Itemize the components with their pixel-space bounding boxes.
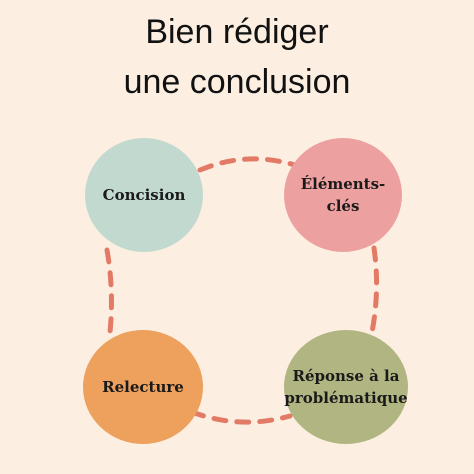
node-relecture: Relecture [83,330,203,444]
node-elements-cles-label: Éléments- clés [300,175,386,215]
node-reponse-problematique-label: Réponse à la problématique [284,367,408,407]
node-reponse-problematique: Réponse à la problématique [284,330,408,444]
node-concision-label: Concision [102,186,186,204]
dashed-connector-path [104,156,380,425]
node-concision: Concision [85,138,203,252]
diagram-title-line-2: une conclusion [123,63,351,101]
node-elements-cles: Éléments- clés [284,138,402,252]
node-relecture-label: Relecture [102,378,184,396]
diagram-title-line-1: Bien rédiger [145,13,329,51]
